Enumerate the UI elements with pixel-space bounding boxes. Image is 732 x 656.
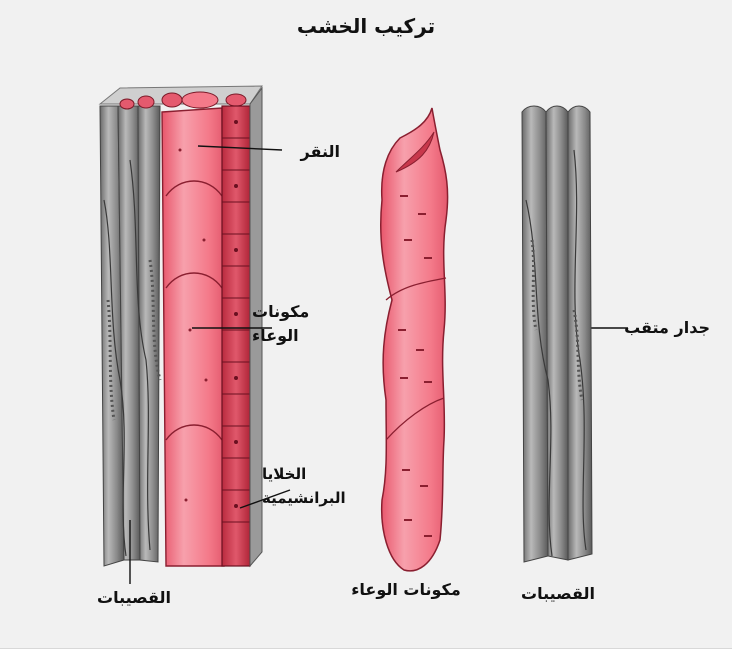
parenchyma-column	[222, 106, 250, 566]
left-tissue-block	[100, 86, 262, 566]
label-vessel-elements-line2: الوعاء	[252, 324, 342, 348]
label-parenchyma-line1: الخلايا	[262, 462, 362, 486]
label-parenchyma: الخلايا البرانشيمية	[262, 462, 362, 510]
center-vessel-element	[381, 108, 448, 571]
vessel-column	[162, 108, 224, 566]
bottom-divider	[0, 648, 732, 656]
label-vessel-elements: مكونات الوعاء	[252, 300, 342, 348]
figure-title: تركيب الخشب	[0, 14, 732, 38]
label-tracheids-left: القصيبات	[94, 588, 174, 607]
left-tracheids	[100, 106, 160, 566]
label-tracheids-right: القصيبات	[518, 584, 598, 603]
label-pitted-wall: جدار متقب	[630, 318, 710, 337]
label-parenchyma-line2: البرانشيمية	[262, 486, 362, 510]
label-pits: النقر	[280, 142, 340, 161]
label-vessel-elements-center: مكونات الوعاء	[346, 580, 466, 599]
right-tracheids	[522, 106, 592, 562]
label-vessel-elements-line1: مكونات	[252, 300, 342, 324]
